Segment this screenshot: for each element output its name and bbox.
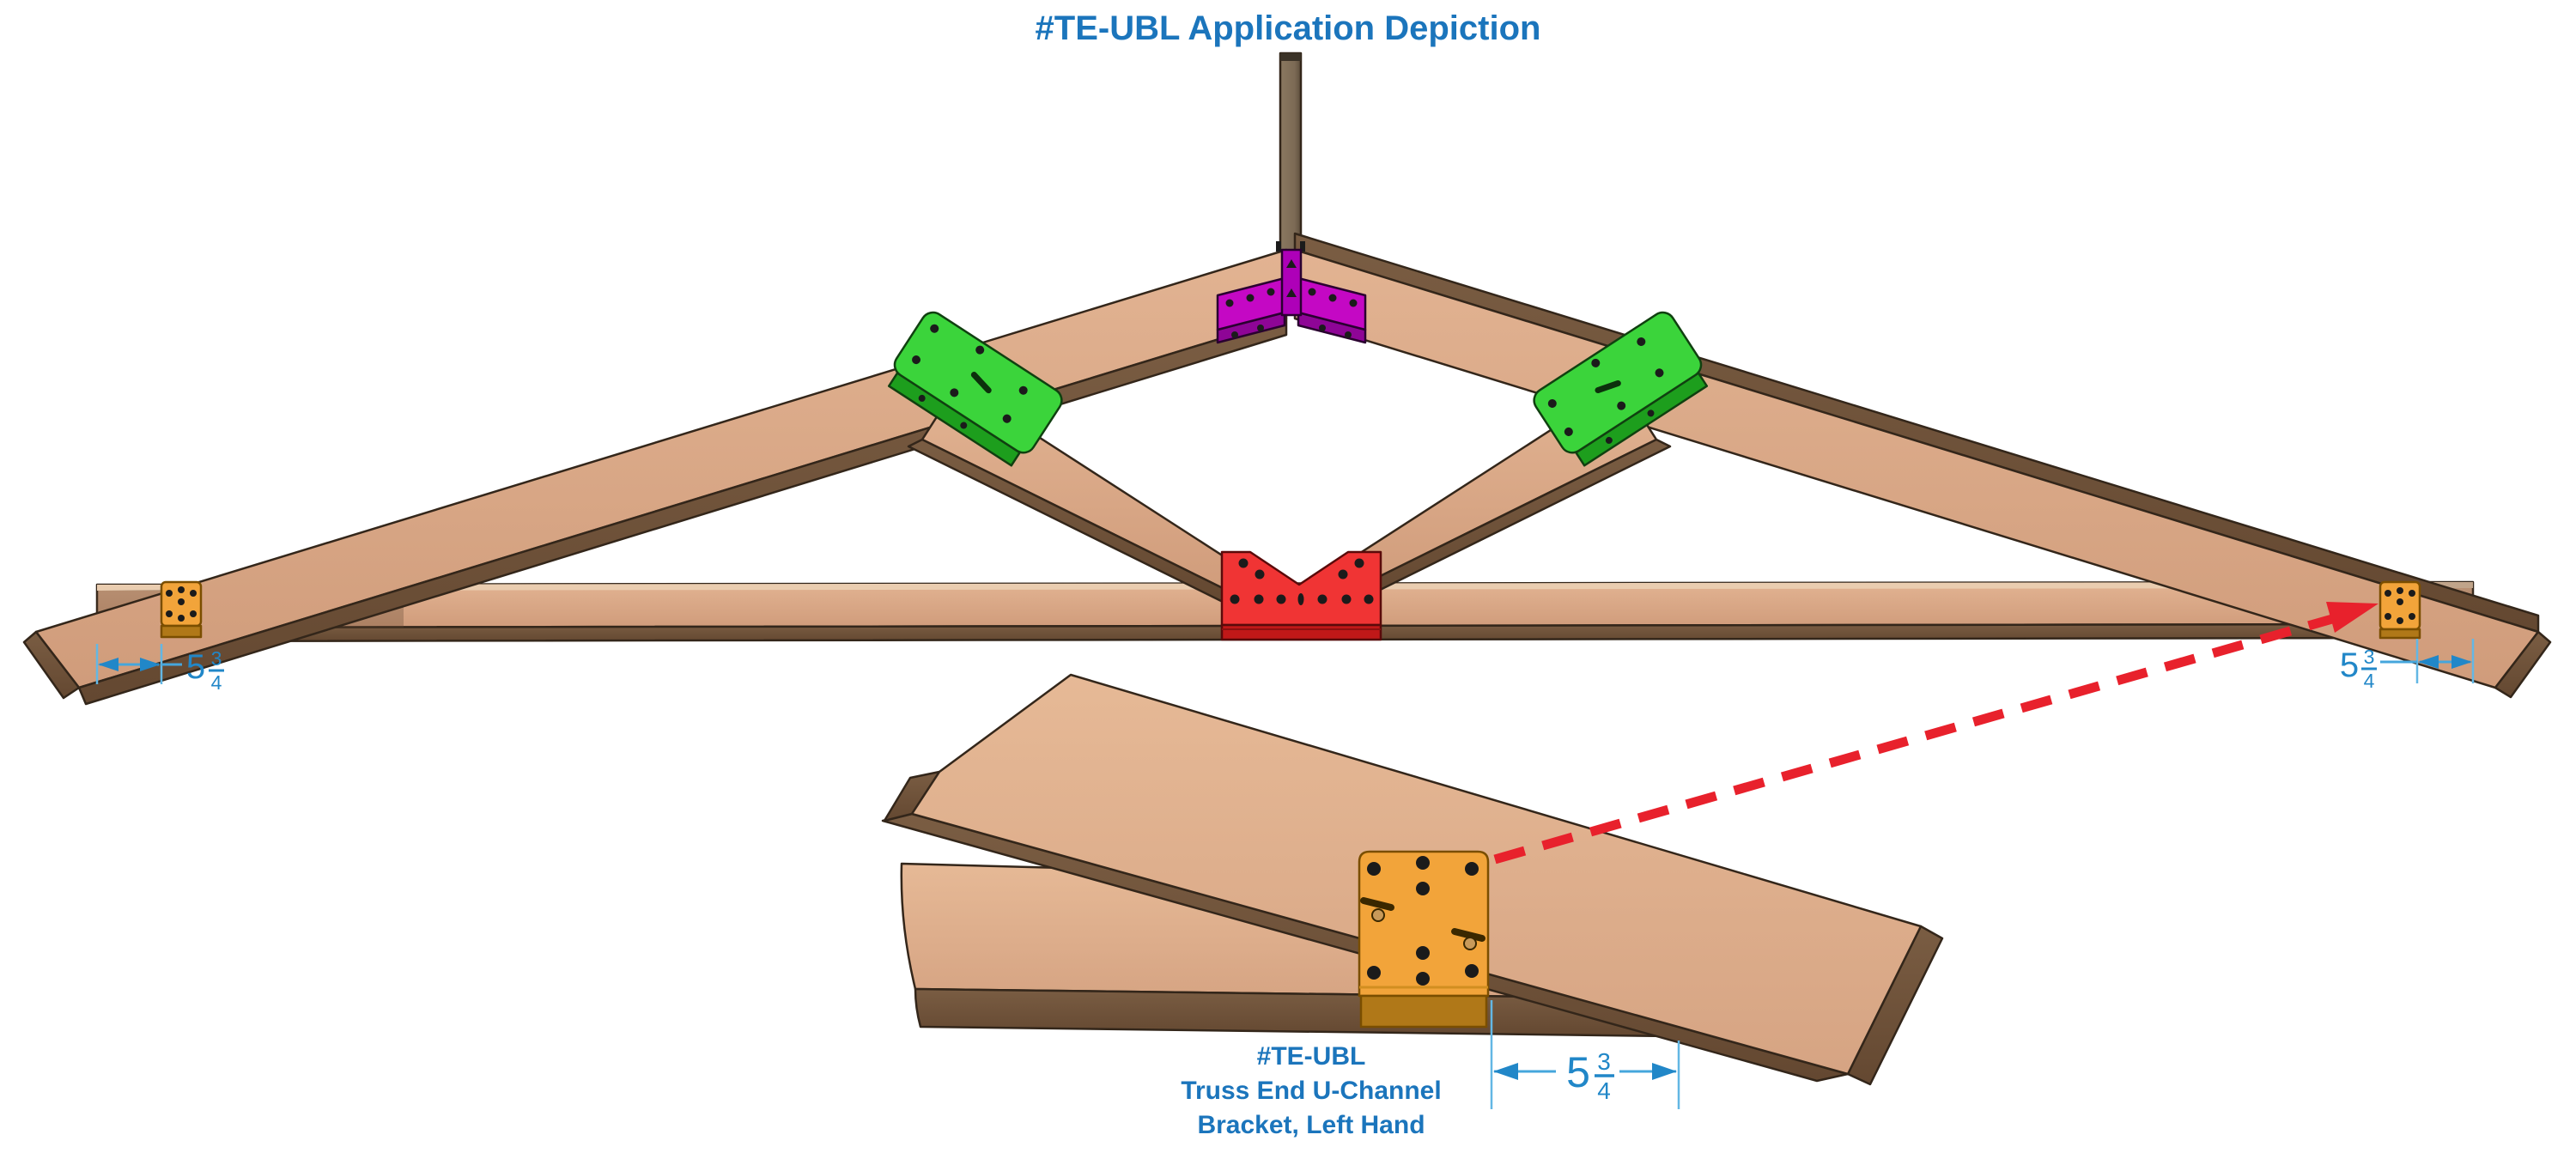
top-chord-left-end-grain xyxy=(22,630,81,700)
web-bracket-right xyxy=(1533,311,1709,467)
detail-caption: #TE-UBL Truss End U-Channel Bracket, Lef… xyxy=(1181,1042,1441,1139)
bolt-holes xyxy=(2385,587,2415,624)
king-post-end-grain xyxy=(1280,53,1301,61)
bolt-holes xyxy=(1225,259,1358,338)
post-bolt-nub xyxy=(1276,241,1281,252)
detail-caption-line2: Truss End U-Channel xyxy=(1181,1077,1441,1105)
top-chord-right-side-face xyxy=(1293,232,2540,634)
callout-arrowhead-icon xyxy=(2326,602,2379,633)
dimension-denominator: 4 xyxy=(2364,670,2375,692)
bottom-center-bracket xyxy=(1220,550,1382,641)
heel-bracket-left xyxy=(160,580,203,639)
detail-view: 5 3 4 #TE-UBL Truss End U-Channel Bracke… xyxy=(881,673,1944,1139)
web-bracket-left xyxy=(887,311,1063,467)
peak-bracket-post-tab xyxy=(1280,248,1303,317)
callout-arrow xyxy=(1493,602,2379,865)
bolt-holes xyxy=(1360,856,1485,986)
king-post xyxy=(1279,52,1303,254)
page-title: #TE-UBL Application Depiction xyxy=(1036,9,1541,47)
top-chord-right-end-grain xyxy=(2494,630,2552,699)
nail-slot xyxy=(970,372,992,394)
nail-hole xyxy=(1463,937,1477,950)
heel-bracket-right xyxy=(2379,580,2421,640)
nail-hole xyxy=(1371,908,1385,922)
heel-bracket-right-wrap xyxy=(2379,628,2421,640)
nail-slot xyxy=(1451,928,1485,942)
callout-arrow-dashed-line xyxy=(1493,614,2334,865)
post-bolt-nub xyxy=(1300,241,1305,252)
bolt-holes xyxy=(166,586,197,622)
detail-bracket-wrap xyxy=(1359,994,1488,1028)
dimension-value: 5 xyxy=(2340,646,2359,684)
dimension-denominator: 4 xyxy=(1597,1077,1611,1104)
arrow-right-icon xyxy=(140,658,161,671)
arrow-left-icon xyxy=(98,658,118,671)
dimension-left: 5 3 4 xyxy=(95,644,224,694)
dimension-denominator: 4 xyxy=(211,671,222,694)
dimension-value: 5 xyxy=(186,648,205,686)
nail-slot xyxy=(1595,379,1621,394)
detail-bracket xyxy=(1358,850,1490,1028)
arrow-right-icon xyxy=(1652,1063,1677,1080)
dimension-numerator: 3 xyxy=(211,647,222,670)
arrow-left-icon xyxy=(2418,655,2439,669)
peak-bracket xyxy=(1216,241,1367,344)
bolt-holes xyxy=(912,324,1028,429)
dimension-value: 5 xyxy=(1566,1048,1590,1096)
bottom-center-bracket-flange xyxy=(1220,623,1382,641)
detail-dimension: 5 3 4 xyxy=(1490,1000,1680,1109)
detail-caption-line1: #TE-UBL xyxy=(1257,1042,1366,1071)
arrow-left-icon xyxy=(1493,1063,1518,1080)
nail-slot xyxy=(1360,897,1394,911)
arrow-right-icon xyxy=(2451,655,2472,669)
dimension-numerator: 3 xyxy=(2364,646,2375,668)
heel-bracket-left-wrap xyxy=(160,624,203,639)
dimension-right: 5 3 4 xyxy=(2340,639,2475,692)
bolt-holes xyxy=(1547,337,1664,444)
bolt-holes xyxy=(1230,558,1374,605)
detail-caption-line3: Bracket, Left Hand xyxy=(1197,1111,1425,1139)
dimension-numerator: 3 xyxy=(1597,1048,1611,1075)
